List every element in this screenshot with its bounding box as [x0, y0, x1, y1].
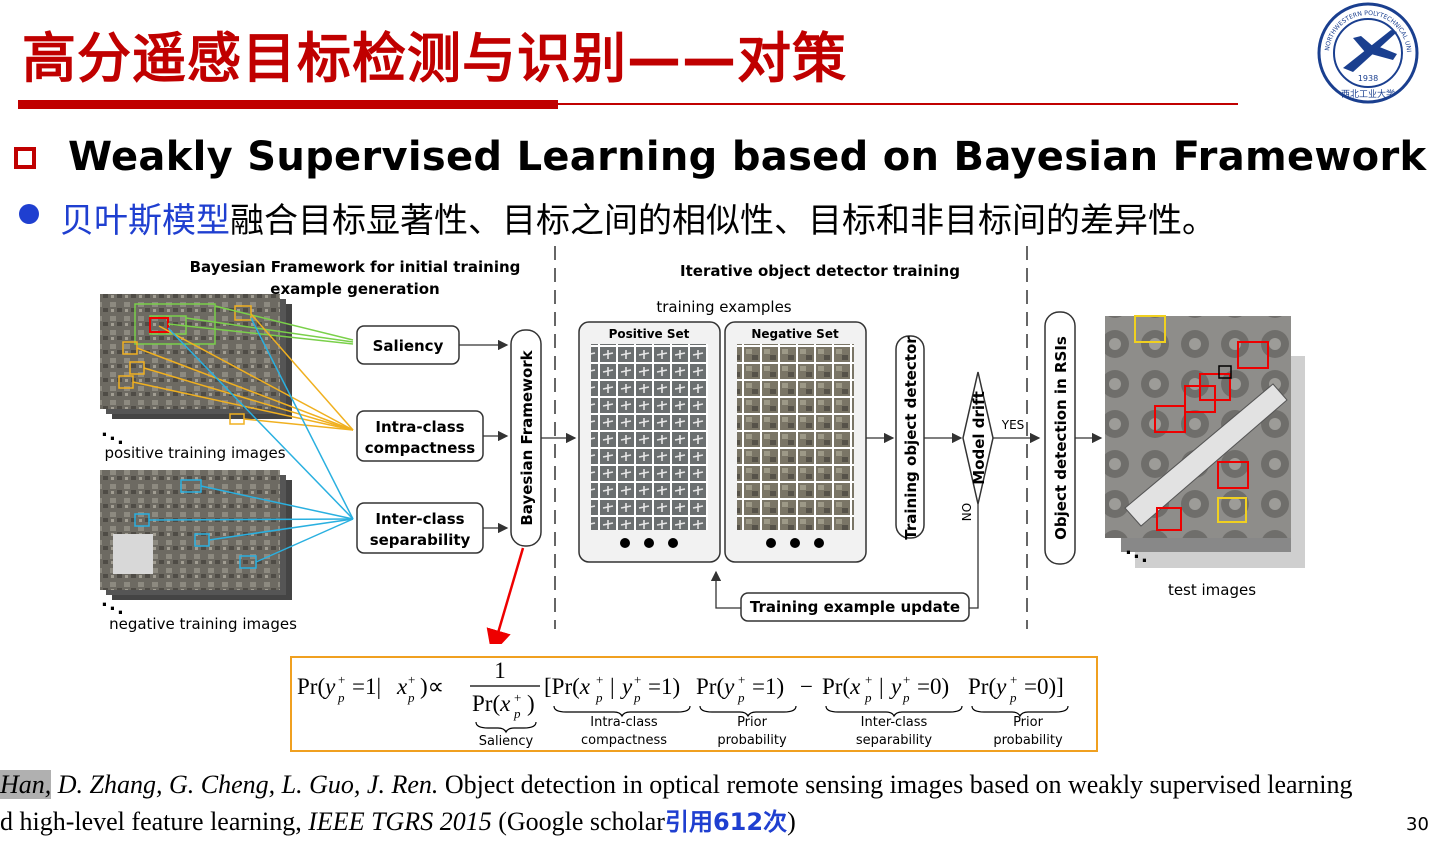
svg-text:+: +: [514, 690, 521, 705]
svg-text:Intra-class: Intra-class: [375, 418, 464, 436]
svg-text:.: .: [1141, 546, 1148, 567]
svg-text:Object detection in RSIs: Object detection in RSIs: [1052, 336, 1070, 540]
svg-text:compactness: compactness: [581, 733, 667, 748]
svg-text:p: p: [337, 690, 345, 705]
svg-text:p: p: [595, 690, 603, 705]
svg-text:+: +: [738, 672, 745, 687]
svg-text:probability: probability: [993, 733, 1063, 748]
svg-text:Pr(y: Pr(y: [696, 674, 735, 699]
svg-text:|: |: [610, 674, 615, 699]
logo-year: 1938: [1358, 74, 1378, 83]
svg-text:+: +: [338, 672, 345, 687]
no-label: NO: [960, 503, 974, 521]
section-heading: Weakly Supervised Learning based on Baye…: [68, 134, 1427, 180]
heading-square-bullet: [14, 147, 36, 169]
yes-label: YES: [1001, 418, 1025, 432]
svg-text:+: +: [634, 672, 641, 687]
svg-text:Bayesian Framework: Bayesian Framework: [518, 349, 536, 525]
svg-text:Training example update: Training example update: [750, 598, 960, 616]
citation-count: 引用612次: [664, 808, 788, 836]
bullet-highlight: 贝叶斯模型: [60, 201, 230, 241]
svg-text:Inter-class: Inter-class: [861, 715, 928, 730]
training-examples-label: training examples: [656, 298, 791, 316]
left-header-2: example generation: [270, 280, 439, 298]
svg-text:|: |: [879, 674, 884, 699]
svg-text:=0)]: =0)]: [1024, 674, 1064, 699]
svg-text:+: +: [1010, 672, 1017, 687]
training-detector-box: [895, 335, 925, 539]
left-header-1: Bayesian Framework for initial training: [190, 258, 521, 276]
logo-motto: 西北工业大学: [1341, 88, 1395, 100]
university-logo: NORTHWESTERN POLYTECHNICAL UNIVERSITY 19…: [1313, 2, 1419, 104]
test-caption: test images: [1168, 581, 1256, 599]
reference-line-1: Han, D. Zhang, G. Cheng, L. Guo, J. Ren.…: [0, 770, 1353, 799]
svg-text:Model drift: Model drift: [970, 391, 988, 484]
svg-text:p: p: [1009, 690, 1017, 705]
svg-text:.: .: [117, 428, 124, 449]
formula-label-saliency: Saliency: [479, 734, 534, 749]
svg-text:Prior: Prior: [737, 715, 768, 730]
svg-text:=1): =1): [648, 674, 680, 699]
svg-text:separability: separability: [856, 733, 932, 748]
reference-line-2: d high-level feature learning, IEEE TGRS…: [0, 807, 796, 836]
svg-text:.: .: [117, 598, 124, 619]
svg-text:Training object detector: Training object detector: [902, 336, 920, 540]
svg-text:=1): =1): [752, 674, 784, 699]
svg-text:Pr(y: Pr(y: [968, 674, 1007, 699]
bullet-text: 贝叶斯模型融合目标显著性、目标之间的相似性、目标和非目标间的差异性。: [60, 193, 1216, 242]
bayes-formula-box: Pr(y +p =1|x +p )∝ 1 Pr(x +p ) [Pr(x +p …: [290, 656, 1098, 752]
svg-text:.: .: [101, 590, 108, 611]
svg-text:.: .: [101, 420, 108, 441]
svg-text:1: 1: [494, 658, 506, 683]
svg-text:)∝: )∝: [420, 674, 444, 699]
training-update-box: [740, 592, 970, 622]
svg-text:Prior: Prior: [1013, 715, 1044, 730]
svg-text:p: p: [737, 690, 745, 705]
svg-text:Negative Set: Negative Set: [751, 327, 839, 341]
svg-text:.: .: [109, 424, 116, 445]
ref-first-author: Han,: [0, 770, 52, 799]
svg-text:Pr(y: Pr(y: [297, 674, 336, 699]
svg-text:x: x: [396, 674, 408, 699]
bayes-formula: Pr(y +p =1|x +p )∝ 1 Pr(x +p ) [Pr(x +p …: [297, 658, 1069, 749]
svg-text:separability: separability: [370, 531, 471, 549]
svg-text:compactness: compactness: [365, 439, 476, 457]
svg-text:+: +: [408, 672, 415, 687]
svg-text:+: +: [865, 672, 872, 687]
svg-text:Pr(x: Pr(x: [472, 691, 511, 716]
svg-text:=0): =0): [917, 674, 949, 699]
svg-text:p: p: [407, 690, 415, 705]
svg-text:Pr(x: Pr(x: [822, 674, 861, 699]
svg-text:[Pr(x: [Pr(x: [544, 674, 591, 699]
svg-text:p: p: [902, 690, 910, 705]
page-number: 30: [1406, 814, 1429, 835]
title-underline: [18, 100, 1238, 109]
framework-diagram: Bayesian Framework for initial training …: [100, 246, 1305, 644]
svg-text:=1|: =1|: [352, 674, 381, 699]
mid-header: Iterative object detector training: [680, 262, 960, 280]
svg-text:y: y: [889, 674, 902, 699]
svg-text:+: +: [903, 672, 910, 687]
svg-text:−: −: [800, 674, 813, 699]
svg-text:p: p: [513, 706, 521, 721]
svg-text:): ): [527, 691, 535, 716]
svg-text:.: .: [1125, 538, 1132, 559]
svg-text:probability: probability: [717, 733, 787, 748]
bullet-rest: 融合目标显著性、目标之间的相似性、目标和非目标间的差异性。: [230, 201, 1216, 241]
negative-caption: negative training images: [109, 615, 297, 633]
svg-text:.: .: [109, 594, 116, 615]
svg-text:Inter-class: Inter-class: [375, 510, 464, 528]
bullet-dot: [19, 204, 39, 224]
svg-text:p: p: [864, 690, 872, 705]
svg-text:Intra-class: Intra-class: [590, 715, 658, 730]
svg-text:.: .: [1133, 542, 1140, 563]
svg-text:y: y: [620, 674, 633, 699]
saliency-label: Saliency: [373, 337, 444, 355]
slide-title: 高分遥感目标检测与识别——对策: [22, 27, 847, 90]
svg-text:Positive Set: Positive Set: [609, 327, 690, 341]
positive-caption: positive training images: [104, 444, 285, 462]
ref-venue: IEEE TGRS 2015: [308, 807, 492, 836]
svg-text:+: +: [596, 672, 603, 687]
svg-text:p: p: [633, 690, 641, 705]
